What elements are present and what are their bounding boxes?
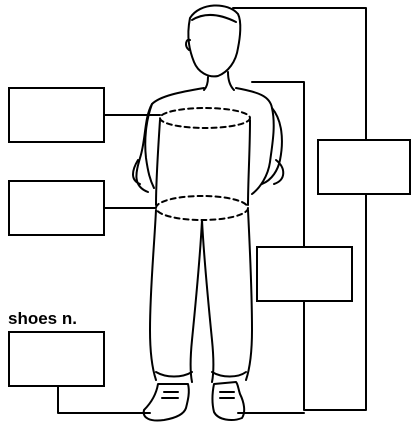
shoes-label: shoes n. (8, 309, 77, 329)
legs (150, 210, 252, 382)
shoes (144, 382, 244, 421)
answer-box-shoes[interactable] (8, 331, 105, 387)
torso (133, 88, 283, 220)
answer-box-right-lower[interactable] (256, 246, 353, 302)
connector-shoes (58, 387, 150, 413)
head (186, 5, 240, 90)
connector-head (233, 8, 366, 410)
connector-lines (58, 8, 408, 413)
answer-box-waist[interactable] (8, 180, 105, 236)
answer-box-right-upper[interactable] (317, 139, 411, 195)
answer-box-chest[interactable] (8, 87, 105, 143)
